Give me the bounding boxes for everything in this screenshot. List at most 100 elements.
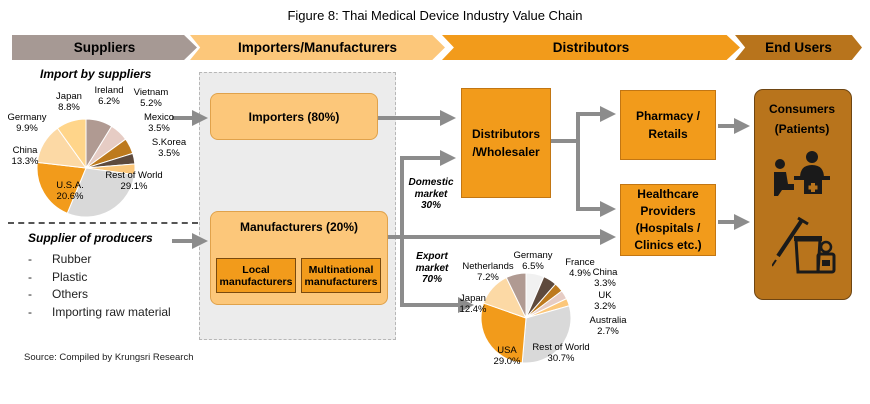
slice-value: 29.0% xyxy=(493,355,521,367)
distributors-box: Distributors/Wholesaler xyxy=(461,88,551,198)
producers-title: Supplier of producers xyxy=(28,231,153,245)
import-label-germany: Germany 9.9% xyxy=(6,112,48,134)
domestic-market-label: Domestic market 30% xyxy=(408,177,454,212)
slice-label: Mexico xyxy=(143,112,175,123)
slice-value: 12.4% xyxy=(459,303,487,315)
import-pie-chart xyxy=(36,118,136,218)
export-label-uk: UK 3.2% xyxy=(590,290,620,312)
healthcare-box: Healthcare Providers (Hospitals / Clinic… xyxy=(620,184,716,256)
slice-label: Japan xyxy=(460,293,486,304)
export-label-germany: Germany 6.5% xyxy=(513,250,553,272)
import-label-vietnam: Vietnam 5.2% xyxy=(132,87,170,109)
slice-label: S.Korea xyxy=(151,137,187,148)
export-label-japan: Japan 12.4% xyxy=(458,293,488,315)
export-label-china: China 3.3% xyxy=(590,267,620,289)
slice-label: Vietnam xyxy=(133,87,169,98)
slice-value: 20.6% xyxy=(56,190,84,202)
slice-label: Rest of World xyxy=(105,170,163,181)
export-label-france: France 4.9% xyxy=(562,257,598,279)
stage-distributors: Distributors xyxy=(442,35,740,60)
list-item: -Others xyxy=(28,287,89,301)
slice-value: 3.5% xyxy=(158,147,180,159)
label-line: 30% xyxy=(420,200,441,211)
arrow-distributors-to-healthcare xyxy=(576,141,616,217)
slice-value: 6.2% xyxy=(98,95,120,107)
figure-title: Figure 8: Thai Medical Device Industry V… xyxy=(287,8,583,23)
slice-value: 2.7% xyxy=(597,325,619,337)
multinational-manufacturers-box: Multinational manufacturers xyxy=(301,258,381,293)
export-label-usa: USA 29.0% xyxy=(492,345,522,367)
slice-label: USA xyxy=(497,345,517,356)
stage-importers-manufacturers: Importers/Manufacturers xyxy=(190,35,445,60)
item-text: Plastic xyxy=(52,269,88,284)
import-chart-title: Import by suppliers xyxy=(40,67,152,81)
label-line: 70% xyxy=(421,274,442,285)
slice-label: Germany xyxy=(7,112,47,123)
slice-value: 8.8% xyxy=(58,101,80,113)
slice-label: China xyxy=(12,145,38,156)
export-label-netherlands: Netherlands 7.2% xyxy=(458,261,518,283)
import-label-china: China 13.3% xyxy=(8,145,42,167)
label-line: Providers xyxy=(640,204,696,218)
slice-value: 29.1% xyxy=(120,180,148,192)
section-divider xyxy=(8,222,198,224)
slice-value: 6.5% xyxy=(522,260,544,272)
slice-label: U.S.A. xyxy=(56,180,84,191)
label-line: Retails xyxy=(648,127,688,141)
pie-slice-germany xyxy=(56,118,87,170)
slice-value: 3.5% xyxy=(148,122,170,134)
medical-supplies-icon xyxy=(772,216,836,274)
arrow-export-market xyxy=(400,237,474,313)
slice-label: Japan xyxy=(56,91,82,102)
export-label-rest-of-world: Rest of World 30.7% xyxy=(528,342,594,364)
slice-value: 9.9% xyxy=(16,122,38,134)
label-line: /Wholesaler xyxy=(472,145,540,159)
label-line: Domestic xyxy=(408,177,454,188)
local-manufacturers-box: Local manufacturers xyxy=(216,258,296,293)
import-label-usa: U.S.A. 20.6% xyxy=(54,180,86,202)
label-line: Distributors xyxy=(471,127,540,141)
slice-label: Netherlands xyxy=(462,261,514,272)
pie-slice-u-s-a- xyxy=(36,161,87,214)
slice-label: France xyxy=(565,257,595,268)
slice-value: 13.3% xyxy=(11,155,39,167)
label-line: market xyxy=(415,262,449,274)
label-line: (Patients) xyxy=(774,122,830,136)
list-item: -Importing raw material xyxy=(28,304,171,319)
slice-label: China xyxy=(592,267,618,278)
slice-label: Germany xyxy=(513,250,553,261)
slice-label: Ireland xyxy=(94,85,124,96)
slice-value: 5.2% xyxy=(140,97,162,109)
consumers-box xyxy=(754,89,852,300)
pie-slice-rest-of-world xyxy=(66,167,136,218)
slice-value: 7.2% xyxy=(477,271,499,283)
arrow-domestic-market xyxy=(400,150,456,237)
manufacturers-label: Manufacturers (20%) xyxy=(239,220,359,234)
pie-slice-rest-of-world xyxy=(521,305,572,364)
slice-value: 30.7% xyxy=(547,352,575,364)
export-label-australia: Australia 2.7% xyxy=(584,315,632,337)
import-label-skorea: S.Korea 3.5% xyxy=(148,137,190,159)
doctor-patient-icon xyxy=(774,151,830,196)
arrow-distributors-to-pharmacy xyxy=(576,106,616,141)
consumers-label: Consumers (Patients) xyxy=(754,99,850,139)
producers-list: -Rubber -Plastic -Others -Importing raw … xyxy=(28,251,171,321)
list-item: -Plastic xyxy=(28,269,88,284)
slice-label: Rest of World xyxy=(532,342,590,353)
stage-end-users: End Users xyxy=(735,35,862,60)
list-item: -Rubber xyxy=(28,252,92,266)
label-line: Export xyxy=(416,251,448,262)
export-market-label: Export market 70% xyxy=(410,251,454,286)
pharmacy-box: Pharmacy /Retails xyxy=(620,90,716,160)
import-label-japan: Japan 8.8% xyxy=(53,91,85,113)
item-text: Importing raw material xyxy=(52,304,171,319)
slice-value: 3.2% xyxy=(594,300,616,312)
importers-box: Importers (80%) xyxy=(210,93,378,140)
stage-suppliers: Suppliers xyxy=(12,35,197,60)
import-label-mexico: Mexico 3.5% xyxy=(142,112,176,134)
slice-label: Australia xyxy=(589,315,627,326)
label-line: Clinics etc.) xyxy=(634,238,702,252)
export-pie-chart xyxy=(480,272,572,364)
pie-slice-netherlands xyxy=(505,272,527,319)
